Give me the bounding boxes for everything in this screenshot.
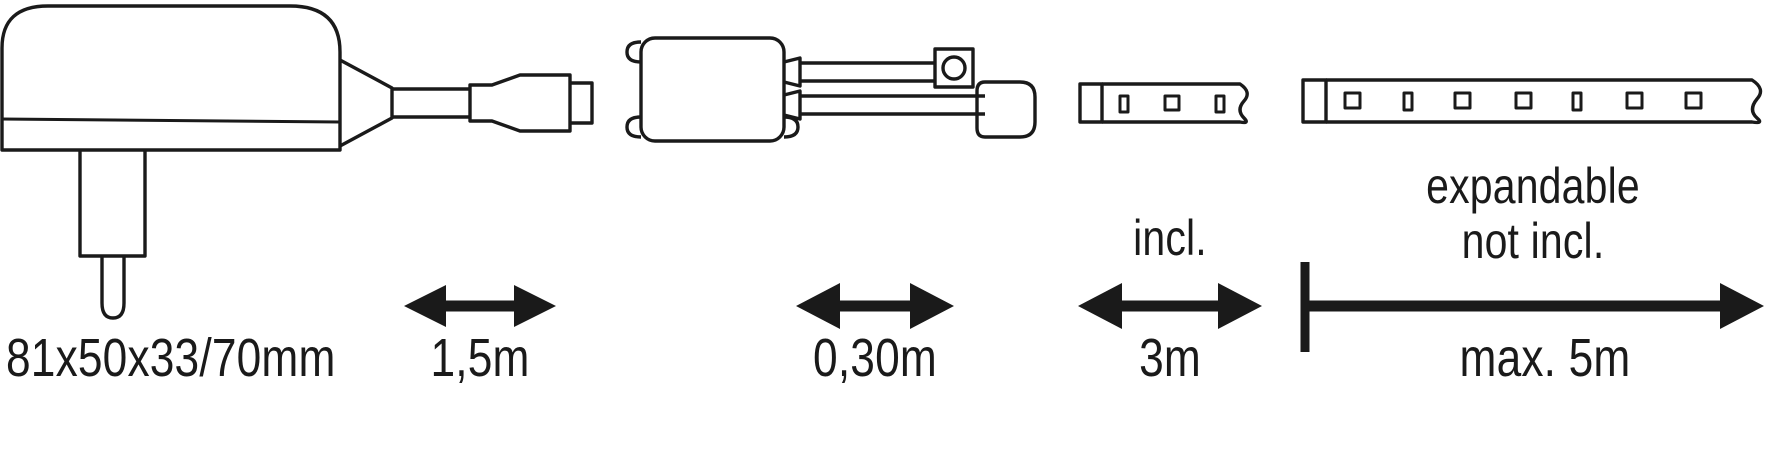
strip2-led: [1343, 91, 1362, 110]
power-supply-pin: [100, 256, 126, 320]
label-mains-cable-length: 1,5m: [430, 328, 530, 388]
strip2-body: [1326, 78, 1763, 125]
power-supply-cable: [392, 87, 470, 119]
power-supply-strain-relief: [339, 58, 394, 148]
controller-tab-right-bottom: [783, 115, 800, 139]
label-expandable-note: expandable: [1426, 158, 1640, 214]
barrel-connector-tip: [570, 81, 594, 125]
controller-lead-upper: [800, 61, 935, 83]
strip2-led: [1453, 91, 1472, 110]
label-housing-dimensions: 81x50x33/70mm: [6, 328, 336, 388]
strip2-led: [1684, 91, 1703, 110]
arrow-strip-included-length: [1078, 283, 1262, 329]
controller-lead-lower: [800, 94, 985, 116]
label-included-note: incl.: [1133, 210, 1207, 266]
power-supply-illustration: [0, 4, 594, 320]
strip1-body: [1102, 82, 1249, 125]
controller-body: [639, 36, 786, 143]
controller-tab-left-bottom: [625, 115, 642, 139]
strip1-led: [1118, 94, 1130, 114]
controller-illustration: [625, 36, 1037, 143]
controller-outlet-lower: [783, 89, 802, 121]
strip2-led: [1402, 91, 1414, 112]
arrow-lead-length: [796, 283, 954, 329]
strip1-led: [1214, 94, 1226, 114]
lead-fixing-screw-icon: [941, 55, 967, 81]
power-supply-body: [0, 4, 342, 152]
strip2-led: [1514, 91, 1533, 110]
label-not-included-note: not incl.: [1461, 213, 1605, 269]
strip1-led: [1163, 94, 1181, 112]
arrow-strip-max-length: [1300, 262, 1764, 352]
lead-end-cap: [975, 80, 1037, 139]
controller-outlet-upper: [783, 56, 802, 88]
led-strip-expandable-illustration: [1301, 78, 1763, 125]
led-strip-included-illustration: [1078, 82, 1249, 125]
strip2-led: [1625, 91, 1644, 110]
strip2-led: [1571, 91, 1583, 112]
barrel-connector: [468, 73, 572, 133]
strip2-end-cap: [1301, 78, 1328, 124]
power-supply-neck: [78, 150, 147, 258]
label-driver-lead-length: 0,30m: [813, 328, 937, 388]
label-strip-included-length: 3m: [1139, 328, 1201, 388]
power-supply-seam: [0, 117, 341, 124]
lead-fixing-block: [933, 47, 975, 89]
strip1-end-cap: [1078, 82, 1104, 124]
controller-tab-left-top: [625, 40, 642, 64]
label-strip-max-length: max. 5m: [1459, 328, 1631, 388]
arrow-cable-length: [404, 285, 556, 327]
